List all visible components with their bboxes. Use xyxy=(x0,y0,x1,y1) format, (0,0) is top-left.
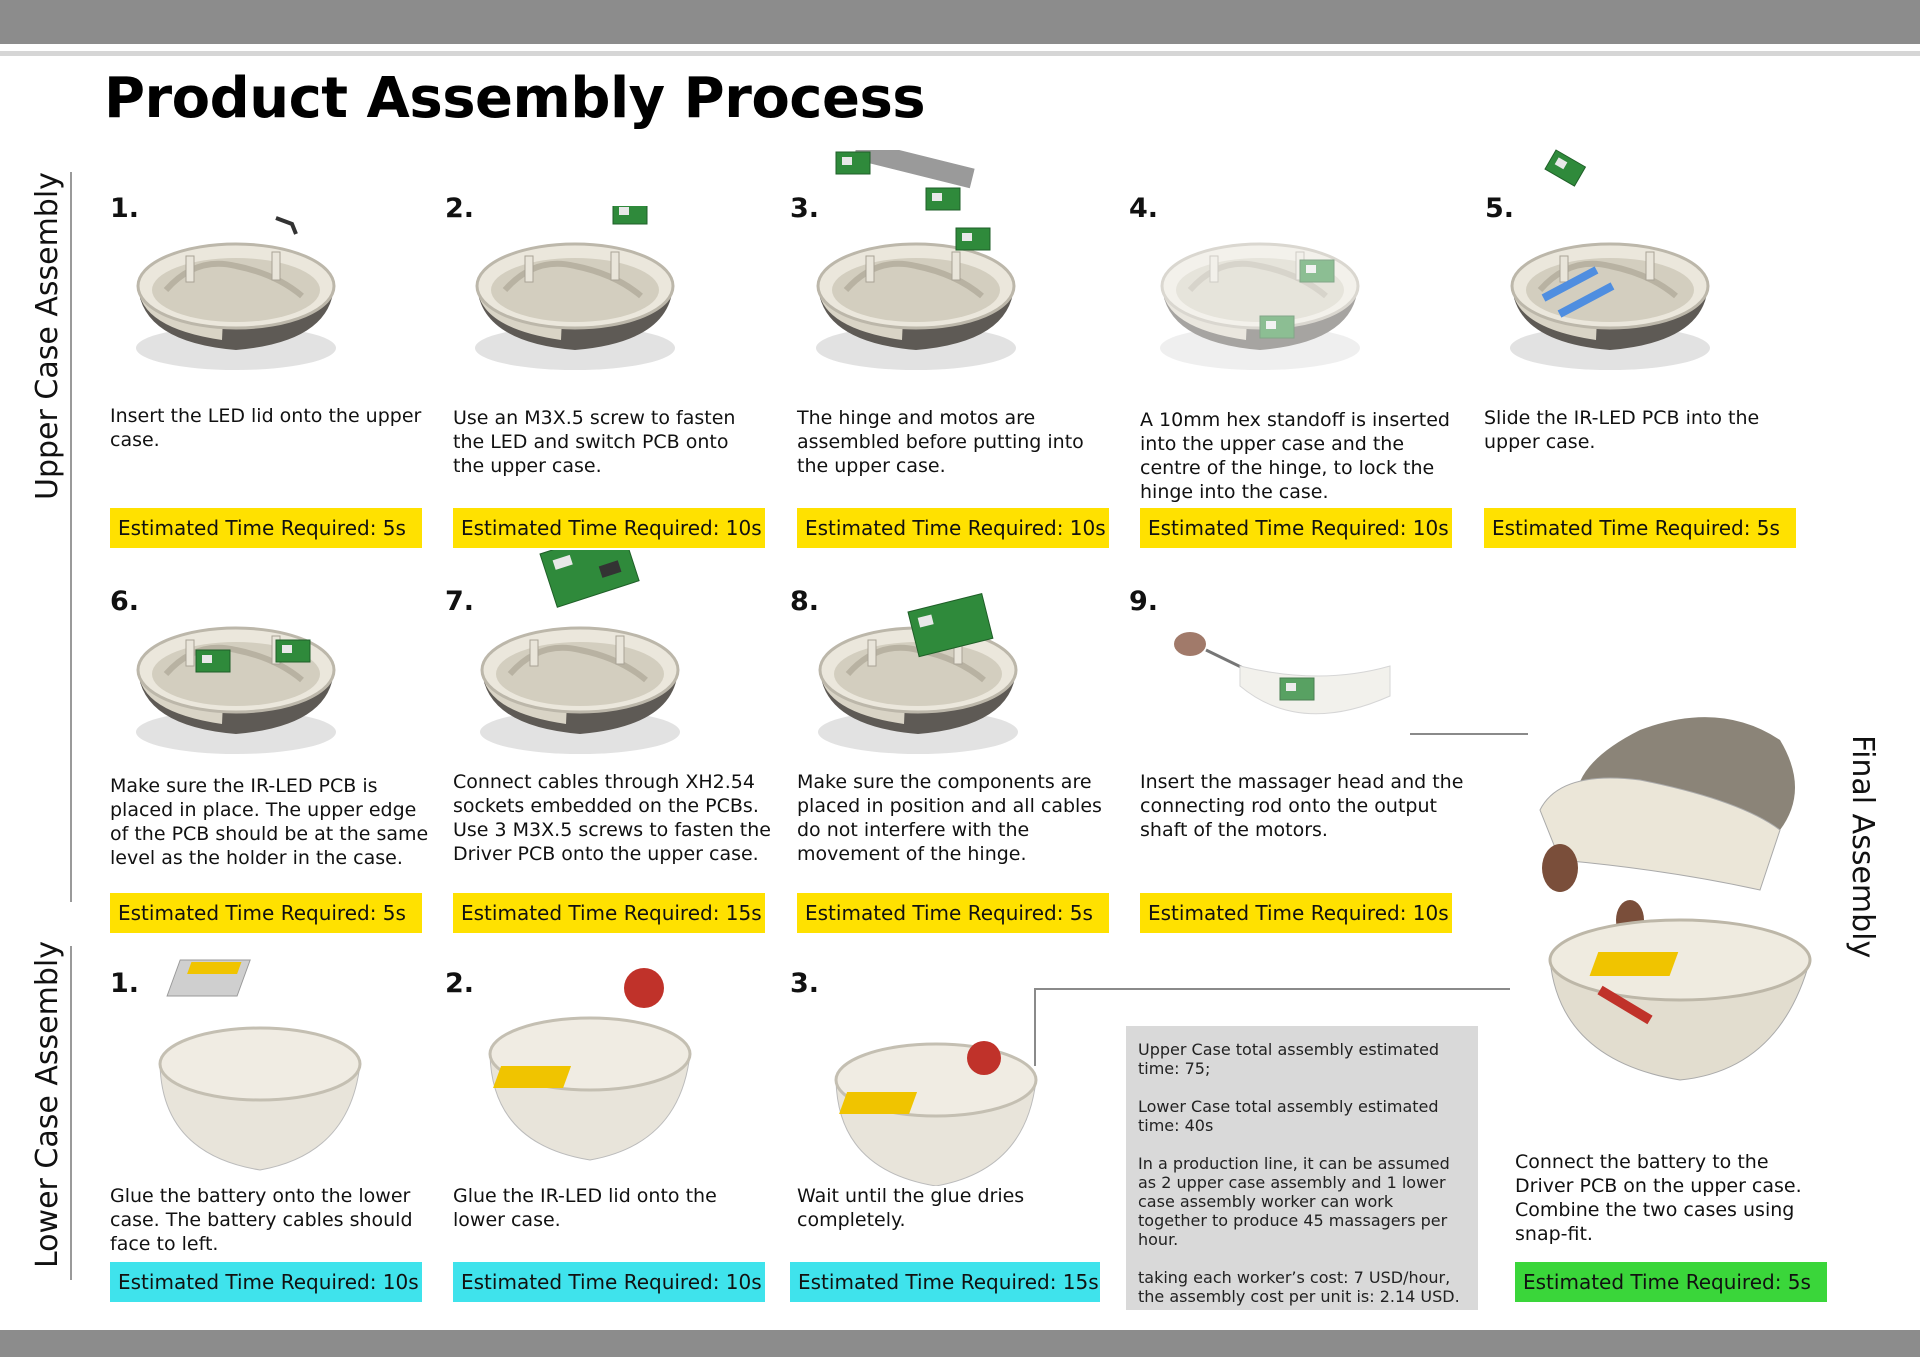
step-number: 3. xyxy=(790,968,820,999)
summary-upper-total: Upper Case total assembly estimated time… xyxy=(1138,1040,1440,1078)
time-badge: Estimated Time Required: 5s xyxy=(1484,508,1796,548)
step-number: 5. xyxy=(1485,193,1515,224)
time-badge: Estimated Time Required: 5s xyxy=(110,893,422,933)
step-illustration xyxy=(126,590,356,760)
step-illustration xyxy=(488,968,692,1161)
time-badge: Estimated Time Required: 5s xyxy=(797,893,1109,933)
step-number: 2. xyxy=(445,193,475,224)
time-badge: Estimated Time Required: 10s xyxy=(1140,508,1452,548)
step-illustration xyxy=(834,1041,1038,1186)
step-description: A 10mm hex standoff is inserted into the… xyxy=(1140,409,1450,503)
step-description: Make sure the IR-LED PCB is placed in pl… xyxy=(110,775,429,869)
step-illustration xyxy=(806,150,1036,376)
top-bar xyxy=(0,0,1920,44)
step-description: Wait until the glue dries completely. xyxy=(797,1185,1025,1231)
step-description: Glue the IR-LED lid onto the lower case. xyxy=(453,1185,717,1231)
final-time-badge: Estimated Time Required: 5s xyxy=(1515,1262,1827,1302)
time-badge: Estimated Time Required: 15s xyxy=(790,1262,1100,1302)
lower-section-divider xyxy=(70,946,72,1280)
step-illustration xyxy=(1174,632,1391,715)
step-description: The hinge and motos are assembled before… xyxy=(797,407,1084,477)
step-number: 2. xyxy=(445,968,475,999)
top-divider xyxy=(0,51,1920,56)
step-description: Connect cables through XH2.54 sockets em… xyxy=(453,771,771,865)
summary-lower-total: Lower Case total assembly estimated time… xyxy=(1138,1097,1439,1135)
step-number: 7. xyxy=(445,586,475,617)
connector-line xyxy=(1034,988,1510,990)
page-title: Product Assembly Process xyxy=(104,66,926,131)
upper-section-divider xyxy=(70,172,72,902)
step-number: 6. xyxy=(110,586,140,617)
step-number: 1. xyxy=(110,193,140,224)
bottom-bar xyxy=(0,1330,1920,1357)
step-number: 4. xyxy=(1129,193,1159,224)
step-number: 3. xyxy=(790,193,820,224)
step-description: Glue the battery onto the lower case. Th… xyxy=(110,1185,413,1255)
step-number: 1. xyxy=(110,968,140,999)
step-description: Insert the LED lid onto the upper case. xyxy=(110,405,422,451)
summary-box: Upper Case total assembly estimated time… xyxy=(1126,1026,1478,1310)
time-badge: Estimated Time Required: 10s xyxy=(453,508,765,548)
step-description: Use an M3X.5 screw to fasten the LED and… xyxy=(453,407,736,477)
step-illustration xyxy=(158,959,362,1171)
summary-cost: taking each worker’s cost: 7 USD/hour, t… xyxy=(1138,1268,1460,1306)
upper-case-section-label: Upper Case Assembly xyxy=(30,172,65,500)
connector-line xyxy=(1034,988,1036,1066)
final-description: Connect the battery to the Driver PCB on… xyxy=(1515,1151,1802,1245)
time-badge: Estimated Time Required: 10s xyxy=(1140,893,1452,933)
time-badge: Estimated Time Required: 10s xyxy=(110,1262,422,1302)
time-badge: Estimated Time Required: 5s xyxy=(110,508,422,548)
step-description: Make sure the components are placed in p… xyxy=(797,771,1102,865)
time-badge: Estimated Time Required: 10s xyxy=(797,508,1109,548)
step-illustration xyxy=(1500,149,1730,376)
step-description: Insert the massager head and the connect… xyxy=(1140,771,1464,841)
final-assembly-illustration xyxy=(1539,717,1812,1081)
step-number: 8. xyxy=(790,586,820,617)
step-number: 9. xyxy=(1129,586,1159,617)
final-assembly-section-label: Final Assembly xyxy=(1845,735,1880,959)
step-illustration xyxy=(126,216,356,376)
step-illustration xyxy=(1150,216,1380,386)
connector-line xyxy=(1410,733,1528,735)
step-illustration xyxy=(808,593,1038,760)
step-description: Slide the IR-LED PCB into the upper case… xyxy=(1484,407,1760,453)
step-illustration xyxy=(470,550,700,760)
time-badge: Estimated Time Required: 10s xyxy=(453,1262,765,1302)
step-illustration xyxy=(465,206,695,376)
time-badge: Estimated Time Required: 15s xyxy=(453,893,765,933)
summary-production-line: In a production line, it can be assumed … xyxy=(1138,1154,1450,1249)
lower-case-section-label: Lower Case Assembly xyxy=(30,941,65,1268)
